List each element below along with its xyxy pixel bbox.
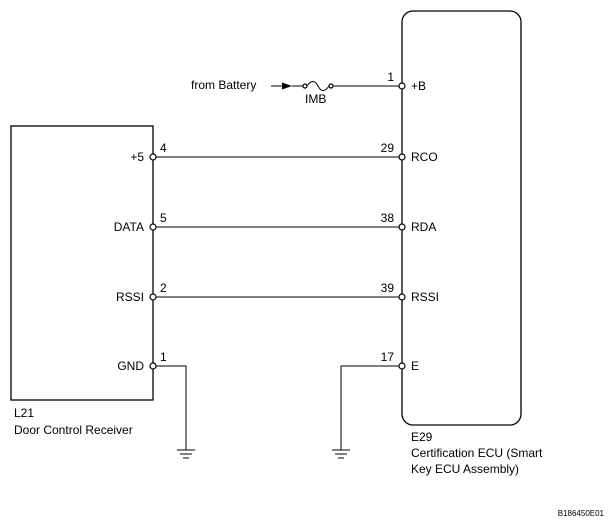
battery-label: from Battery <box>191 78 256 92</box>
ecu-name-line1: Certification ECU (Smart <box>411 446 543 460</box>
receiver-code: L21 <box>14 406 34 420</box>
ecu-terminal-rssi: RSSI <box>411 290 439 304</box>
ecu-terminal-e: E <box>411 359 419 373</box>
ecu-connector-e <box>398 362 406 370</box>
receiver-pin-data: 5 <box>160 211 167 225</box>
receiver-pin-gnd: 1 <box>160 350 167 364</box>
fuse-label: IMB <box>305 92 326 106</box>
receiver-pin-plus5: 4 <box>160 141 167 155</box>
ground-icon <box>177 449 195 459</box>
receiver-connector-plus5 <box>149 153 157 161</box>
receiver-connector-data <box>149 223 157 231</box>
ecu-pin-plus-b: 1 <box>387 70 394 84</box>
ground-icon <box>332 449 350 459</box>
ecu-terminal-plus-b: +B <box>411 79 426 93</box>
receiver-connector-gnd <box>149 362 157 370</box>
ecu-pin-e: 17 <box>381 350 395 364</box>
receiver-connector-rssi <box>149 293 157 301</box>
fuse-icon <box>306 81 330 91</box>
ecu-code: E29 <box>411 430 433 444</box>
certification-ecu-box <box>401 10 522 426</box>
receiver-terminal-rssi: RSSI <box>116 290 144 304</box>
wire-receiver-ground <box>156 365 187 450</box>
fuse-terminal-left <box>302 83 308 89</box>
ecu-terminal-rco: RCO <box>411 150 438 164</box>
battery-arrow-head <box>282 82 292 90</box>
ecu-terminal-rda: RDA <box>411 220 436 234</box>
ecu-connector-rco <box>398 153 406 161</box>
receiver-name: Door Control Receiver <box>14 423 133 437</box>
receiver-terminal-data: DATA <box>114 220 144 234</box>
door-control-receiver-box <box>10 125 154 401</box>
ecu-connector-rssi <box>398 293 406 301</box>
figure-id: B186450E01 <box>558 509 605 518</box>
wire-ecu-ground <box>340 365 399 450</box>
ecu-connector-plus-b <box>398 82 406 90</box>
ecu-pin-rda: 38 <box>381 211 395 225</box>
ecu-name-line2: Key ECU Assembly) <box>411 462 519 476</box>
ecu-pin-rco: 29 <box>381 141 395 155</box>
receiver-terminal-gnd: GND <box>117 359 144 373</box>
receiver-terminal-plus5: +5 <box>130 150 144 164</box>
ecu-connector-rda <box>398 223 406 231</box>
ecu-pin-rssi: 39 <box>381 281 395 295</box>
receiver-pin-rssi: 2 <box>160 281 167 295</box>
fuse-terminal-right <box>328 83 334 89</box>
